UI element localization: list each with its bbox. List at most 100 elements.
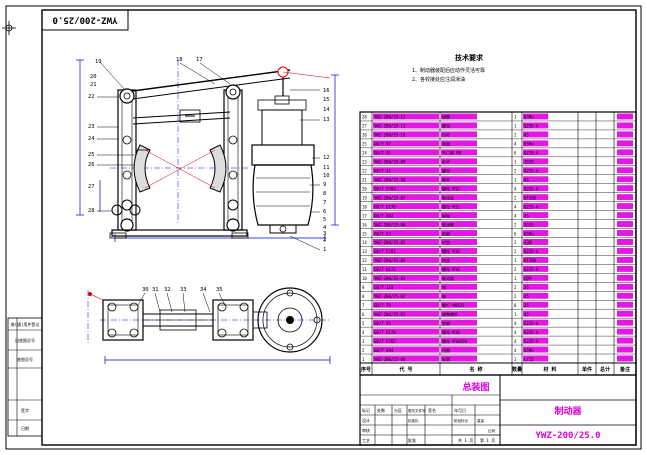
tb-label-genggai: 更改文件号 [408, 408, 426, 413]
row-qty: 1 [514, 276, 517, 281]
row-name-highlight [441, 292, 477, 299]
callout-16: 16 [323, 88, 330, 94]
row-material-highlight [523, 346, 549, 353]
row-remark-highlight [617, 310, 633, 317]
row-no: 18 [362, 204, 367, 209]
row-name: 杠杆 [442, 159, 450, 165]
table-header-cell: 数量 [512, 366, 522, 373]
row-remark-highlight [617, 113, 633, 120]
row-code-highlight [373, 256, 439, 263]
row-material: Q235-A [524, 249, 539, 254]
row-code: YWZ-200/25-01 [374, 312, 406, 317]
top-view [87, 287, 331, 364]
callout-22: 22 [88, 94, 95, 100]
row-qty: 1 [514, 177, 517, 182]
callout-6: 6 [323, 209, 326, 215]
row-material: Q235-A [524, 204, 539, 209]
row-remark-highlight [617, 131, 633, 138]
drawing-code: YWZ-200/25.0 [535, 431, 600, 441]
tb-label-shenhe: 审核 [362, 427, 370, 433]
front-callouts-left-leaders [97, 61, 135, 212]
row-name: 拉杆 [442, 132, 450, 138]
row-code: YWZ-200/25-00 [374, 357, 406, 362]
row-no: 28 [362, 115, 367, 120]
top-callouts: 30 31 32 33 34 35 [142, 287, 223, 293]
row-name-highlight [441, 113, 477, 120]
row-qty: 6 [514, 231, 517, 236]
row-remark-highlight [617, 176, 633, 183]
row-code: YWZ-200/25-10 [374, 133, 406, 138]
row-qty: 2 [514, 240, 517, 245]
tb-label-fenqu: 分区 [394, 407, 402, 413]
callout-28: 28 [88, 208, 95, 214]
row-name-highlight [441, 239, 477, 245]
callout-12: 12 [323, 155, 330, 161]
row-qty: 4 [514, 348, 517, 353]
row-name-highlight [441, 328, 477, 335]
row-material-highlight [523, 167, 549, 174]
row-name: 推动器 [442, 275, 454, 281]
row-code-highlight [373, 203, 439, 210]
row-code-highlight [373, 355, 439, 362]
front-callouts-right-leaders [179, 62, 321, 251]
row-name-highlight [441, 167, 477, 174]
row-code-highlight [373, 131, 439, 138]
table-header-cell: 总计 [600, 366, 610, 373]
tb-label-qianming: 签名 [428, 407, 436, 413]
row-code: GB/T 894 [374, 348, 394, 353]
row-material-highlight [523, 221, 549, 228]
product-name: 制动器 [554, 405, 582, 417]
row-no: 3 [362, 339, 365, 344]
row-qty: 4 [514, 321, 517, 326]
row-name-highlight [441, 337, 477, 344]
row-code: YWZ-200/25-03 [374, 276, 406, 281]
row-code-highlight [373, 122, 439, 129]
row-qty: 1 [514, 312, 517, 317]
row-material: 65Mn [524, 348, 534, 353]
row-material: 45 [524, 133, 529, 138]
row-name: 制动瓦 [442, 194, 454, 200]
row-name-highlight [441, 185, 477, 192]
row-remark-highlight [617, 328, 633, 335]
row-name: 螺母 M10 [442, 329, 460, 335]
row-name-highlight [441, 283, 477, 290]
row-no: 25 [362, 142, 367, 147]
row-material-highlight [523, 328, 549, 335]
page-total: 共 1 页 [458, 437, 473, 443]
row-no: 7 [362, 303, 365, 308]
row-no: 19 [362, 195, 367, 200]
row-material-highlight [523, 158, 549, 165]
row-qty: 8 [514, 303, 517, 308]
row-name-highlight [441, 221, 477, 228]
row-material: 65Mn [524, 142, 534, 147]
callout-35: 35 [216, 287, 223, 293]
row-qty: 2 [514, 294, 517, 299]
row-no: 4 [362, 330, 365, 335]
row-no: 8 [362, 294, 365, 299]
row-name: 螺栓 M16 [442, 248, 460, 254]
row-material: Q235-A [524, 339, 539, 344]
row-material: 石棉 [524, 239, 532, 245]
callout-32: 32 [164, 287, 171, 293]
row-no: 10 [362, 276, 367, 281]
callout-10: 10 [323, 173, 330, 179]
row-qty: 4 [514, 142, 517, 147]
row-no: 14 [362, 240, 367, 245]
row-remark-highlight [617, 283, 633, 290]
row-name: 螺母 [442, 123, 450, 129]
row-name-highlight [441, 176, 477, 183]
row-code: GB/T 6170 [374, 330, 396, 335]
row-material: Q235-A [524, 186, 539, 191]
row-name: 垫圈 [442, 320, 450, 326]
tb-label-bili: 比例 [488, 428, 496, 433]
row-name: 螺母 [442, 168, 450, 174]
row-material-highlight [523, 310, 549, 317]
